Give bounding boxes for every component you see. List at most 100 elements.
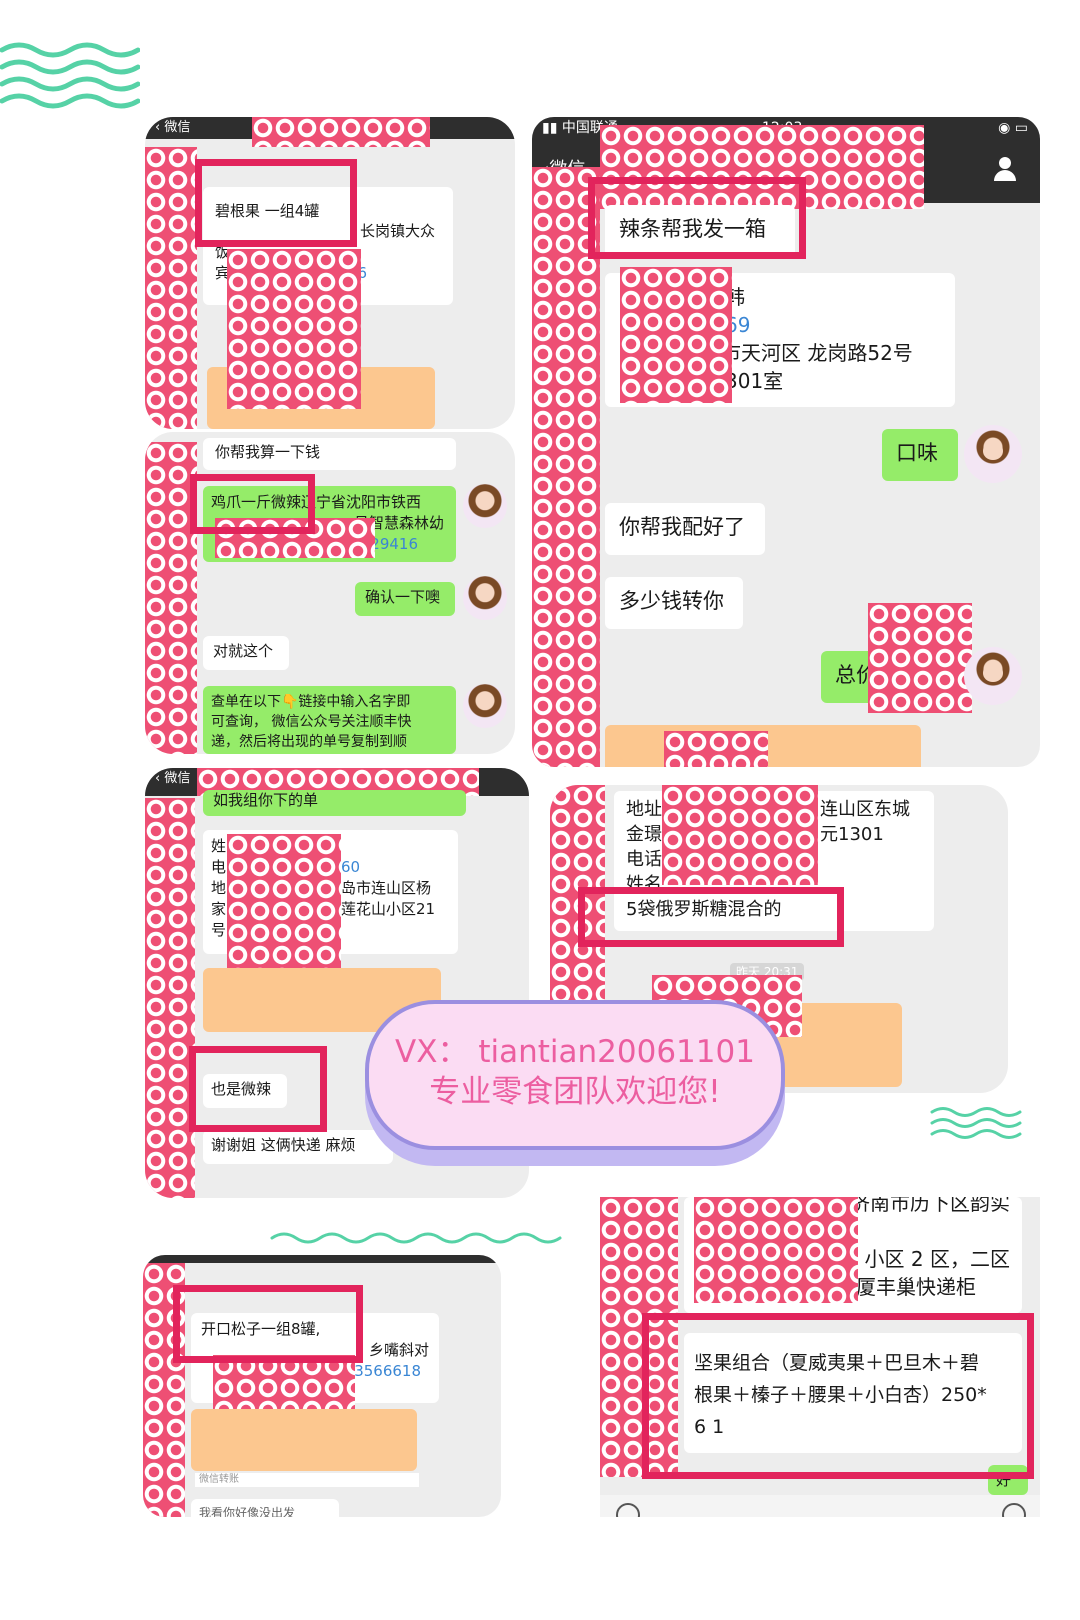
tracking-message[interactable]: 查单在以下👇链接中输入名字即 可查询， 微信公众号关注顺丰快 递，然后将出现的单… (203, 686, 456, 754)
message-bubble[interactable]: 确认一下噢 (355, 582, 455, 616)
address-text: 厦丰巢快递柜 (856, 1275, 976, 1299)
address-text: 电话 (626, 849, 662, 870)
phone-fragment: 529416 (360, 535, 418, 553)
address-text: 济南市历下区韵实 (850, 1197, 1010, 1215)
message-bubble[interactable]: 对就这个 (203, 636, 289, 670)
input-bar (600, 1495, 1040, 1517)
address-text: 家 (211, 900, 227, 918)
address-text: 市天河区 龙岗路52号 (721, 341, 913, 365)
add-icon[interactable] (1002, 1503, 1026, 1517)
chat-screenshot-2: 你帮我算一下钱 鸡爪一斤微辣辽宁省沈阳市铁西 号智慧森林幼 529416 确认一… (145, 432, 515, 754)
address-text: 岛市连山区杨 (341, 879, 432, 897)
chat-screenshot-6: 开口松子一组8罐, 乡嘴斜对 3566618 微信转账 我看你好像没出发 (143, 1255, 501, 1517)
address-text: 电 (211, 858, 227, 876)
censor-pattern (550, 785, 605, 1001)
order-text: 鸡爪一斤微辣 (211, 493, 302, 511)
message-bubble[interactable]: 口味 (882, 429, 958, 481)
avatar[interactable] (463, 576, 507, 620)
chat-screenshot-3: ▮▮ 中国联通12:03◉ ▭ ‹微信 辣条帮我发一箱 韩 69 市天河区 龙岗… (532, 117, 1040, 767)
wave-decoration-right (930, 1107, 1022, 1139)
address-text: 姓 (211, 837, 227, 855)
message-bubble[interactable]: 多少钱转你 (605, 577, 743, 629)
order-text: 6 1 (694, 1416, 725, 1438)
address-text: 小区 2 区，二区 (864, 1247, 1010, 1271)
message-text: 多少钱转你 (619, 589, 724, 613)
message-bubble[interactable]: 你帮我算一下钱 (203, 438, 456, 470)
signal-icon: ▮▮ (542, 120, 558, 136)
censor-pattern (145, 147, 197, 429)
address-text: 莲花山小区21 (341, 900, 436, 918)
avatar[interactable] (964, 647, 1022, 705)
message-bubble[interactable]: 如我组你下的单 (203, 790, 466, 816)
address-text: 地 (211, 879, 227, 897)
transfer-card[interactable] (191, 1409, 417, 1471)
address-text: 韩 (725, 285, 745, 309)
battery-icon: ◉ ▭ (998, 120, 1028, 136)
order-text: 开口松子一组8罐, (201, 1320, 321, 1338)
promo-contact: VX： tiantian20061101 (395, 1034, 755, 1070)
message-text: 谢谢姐 这俩快递 麻烦 (211, 1136, 356, 1154)
address-text: 乡嘴斜对 (368, 1341, 429, 1359)
highlight-box (189, 1046, 327, 1132)
address-text: 元1301 (820, 824, 884, 845)
address-text: 连山区东城 (820, 799, 910, 820)
highlight-box (578, 887, 844, 947)
address-text: 长岗镇大众 (359, 222, 435, 240)
message-bubble[interactable]: 你帮我配好了 (605, 503, 765, 555)
censor-pattern (620, 267, 732, 403)
order-message[interactable]: 碧根果 一组4罐 (203, 195, 343, 229)
order-message[interactable]: 坚果组合（夏威夷果＋巴旦木＋碧 根果＋榛子＋腰果＋小白杏）250* 6 1 (684, 1333, 1022, 1453)
nav-back-label[interactable]: 微信 (164, 120, 191, 135)
censor-pattern (145, 798, 195, 1198)
promo-banner: VX： tiantian20061101 专业零食团队欢迎您! (365, 1000, 785, 1150)
address-text: 金璟 (626, 824, 662, 845)
censor-pattern (227, 249, 361, 409)
order-text: 碧根果 一组4罐 (215, 202, 320, 220)
censor-pattern (662, 785, 818, 885)
censor-pattern (600, 125, 924, 209)
promo-slogan: 专业零食团队欢迎您! (429, 1074, 721, 1110)
message-text: 可查询， 微信公众号关注顺丰快 (211, 714, 412, 730)
nav-back-label[interactable]: 微信 (164, 771, 191, 786)
back-chevron-icon[interactable]: ‹ (155, 120, 161, 135)
nav-bar (143, 1255, 501, 1263)
phone-fragment: 60 (341, 858, 361, 876)
message-text: 我看你好像没出发 (199, 1506, 296, 1517)
address-text: 301室 (725, 369, 784, 393)
phone-fragment: 6 (357, 264, 367, 282)
avatar[interactable] (463, 684, 507, 728)
profile-icon[interactable] (992, 157, 1018, 183)
censor-pattern (664, 731, 768, 767)
order-message[interactable]: 辣条帮我发一箱 (605, 205, 795, 257)
censor-pattern (145, 442, 197, 754)
message-text: 查单在以下👇链接中输入名字即 (211, 694, 411, 710)
chat-screenshot-7: 济南市历下区韵实 小区 2 区，二区 厦丰巢快递柜 坚果组合（夏威夷果＋巴旦木＋… (600, 1197, 1040, 1517)
message-text: 口味 (896, 441, 938, 465)
phone-fragment: 69 (725, 313, 751, 337)
highlight-box (195, 159, 357, 247)
back-chevron-icon[interactable]: ‹ (155, 771, 161, 786)
message-text: 对就这个 (213, 642, 274, 660)
censor-pattern (868, 603, 972, 713)
transfer-label: 微信转账 (195, 1473, 419, 1487)
highlight-box (173, 1285, 363, 1363)
highlight-box (588, 177, 806, 259)
phone-fragment: 3566618 (354, 1362, 421, 1380)
voice-icon[interactable] (616, 1503, 640, 1517)
message-text: 确认一下噢 (365, 588, 441, 606)
message-bubble[interactable]: 也是微辣 (203, 1074, 287, 1108)
order-text: 根果＋榛子＋腰果＋小白杏）250* (694, 1384, 987, 1406)
message-bubble[interactable]: 谢谢姐 这俩快递 麻烦 (203, 1130, 393, 1164)
message-bubble[interactable]: 我看你好像没出发 (191, 1499, 339, 1517)
censor-pattern (694, 1197, 858, 1303)
avatar[interactable] (964, 425, 1022, 483)
order-text: 辣条帮我发一箱 (619, 217, 766, 241)
wave-decoration-middle (270, 1232, 562, 1244)
message-text: 也是微辣 (211, 1080, 272, 1098)
address-text: 饭 (215, 243, 231, 261)
message-text: 你帮我算一下钱 (215, 443, 321, 461)
order-text: 坚果组合（夏威夷果＋巴旦木＋碧 (694, 1352, 980, 1374)
avatar[interactable] (463, 484, 507, 528)
